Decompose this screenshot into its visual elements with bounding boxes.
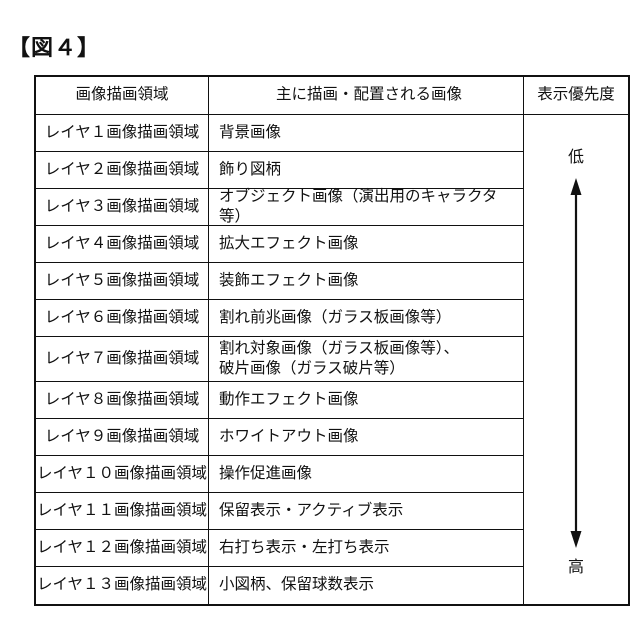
images-cell: 割れ対象画像（ガラス板画像等）、 破片画像（ガラス破片等） bbox=[209, 337, 524, 382]
layer-cell: レイヤ１３画像描画領域 bbox=[36, 567, 209, 604]
layer-cell: レイヤ８画像描画領域 bbox=[36, 382, 209, 419]
layer-cell: レイヤ１０画像描画領域 bbox=[36, 456, 209, 493]
images-cell: 保留表示・アクティブ表示 bbox=[209, 493, 524, 530]
images-cell: 右打ち表示・左打ち表示 bbox=[209, 530, 524, 567]
priority-low-label: 低 bbox=[567, 149, 584, 166]
images-cell: 飾り図柄 bbox=[209, 152, 524, 189]
column-header-priority: 表示優先度 bbox=[524, 77, 628, 115]
layer-cell: レイヤ７画像描画領域 bbox=[36, 337, 209, 382]
images-cell: 割れ前兆画像（ガラス板画像等） bbox=[209, 300, 524, 337]
priority-high-label: 高 bbox=[567, 559, 584, 576]
layer-cell: レイヤ６画像描画領域 bbox=[36, 300, 209, 337]
layer-cell: レイヤ１１画像描画領域 bbox=[36, 493, 209, 530]
images-cell: 装飾エフェクト画像 bbox=[209, 263, 524, 300]
figure-label: 【図４】 bbox=[8, 35, 101, 60]
images-cell: 背景画像 bbox=[209, 115, 524, 152]
column-header-main-images: 主に描画・配置される画像 bbox=[209, 77, 524, 115]
layer-cell: レイヤ４画像描画領域 bbox=[36, 226, 209, 263]
images-cell: 拡大エフェクト画像 bbox=[209, 226, 524, 263]
images-cell: 小図柄、保留球数表示 bbox=[209, 567, 524, 604]
priority-cell: 低 高 bbox=[524, 115, 628, 604]
images-cell: 操作促進画像 bbox=[209, 456, 524, 493]
layer-cell: レイヤ５画像描画領域 bbox=[36, 263, 209, 300]
images-cell: 動作エフェクト画像 bbox=[209, 382, 524, 419]
column-header-drawing-area: 画像描画領域 bbox=[36, 77, 209, 115]
layer-cell: レイヤ１画像描画領域 bbox=[36, 115, 209, 152]
double-arrow-icon bbox=[570, 178, 582, 548]
layer-cell: レイヤ３画像描画領域 bbox=[36, 189, 209, 226]
layer-cell: レイヤ２画像描画領域 bbox=[36, 152, 209, 189]
images-cell: オブジェクト画像（演出用のキャラクタ等） bbox=[209, 188, 524, 226]
layer-cell: レイヤ９画像描画領域 bbox=[36, 419, 209, 456]
layer-cell: レイヤ１２画像描画領域 bbox=[36, 530, 209, 567]
layer-priority-table: 画像描画領域 主に描画・配置される画像 表示優先度 レイヤ１画像描画領域 背景画… bbox=[34, 75, 630, 606]
images-cell: ホワイトアウト画像 bbox=[209, 419, 524, 456]
